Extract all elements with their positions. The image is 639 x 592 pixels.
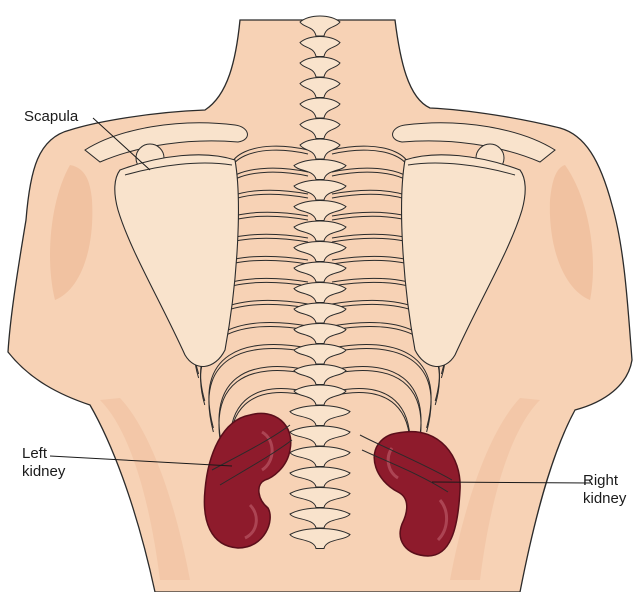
left-kidney-label-line-2: kidney xyxy=(22,463,65,481)
scapula-label-text: Scapula xyxy=(24,108,78,126)
right-kidney-label: Right kidney xyxy=(583,472,626,508)
scapula-label: Scapula xyxy=(24,108,78,126)
right-kidney-label-line-1: Right xyxy=(583,472,626,490)
right-kidney-label-line-2: kidney xyxy=(583,490,626,508)
left-kidney-label-line-1: Left xyxy=(22,445,65,463)
left-kidney-label: Left kidney xyxy=(22,445,65,481)
